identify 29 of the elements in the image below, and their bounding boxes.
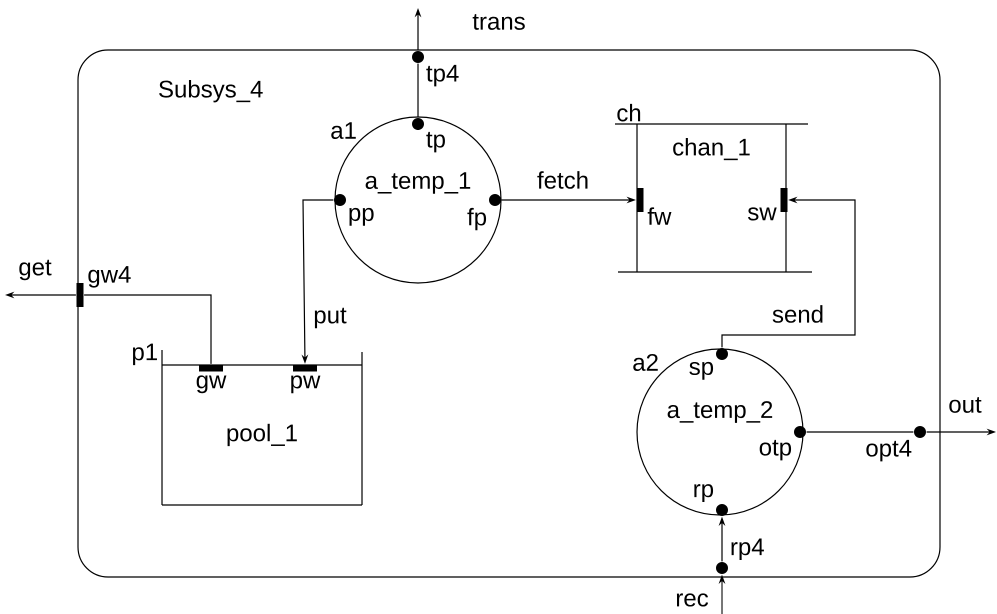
node-label: otp	[760, 440, 792, 460]
edge-label: put	[312, 306, 348, 330]
port-bar: pw	[291, 364, 320, 394]
edge-label: rec	[674, 592, 710, 608]
node-label: sp	[689, 362, 714, 380]
port-bar: gw	[196, 364, 226, 394]
port-bar: gw4	[76, 266, 131, 307]
connector-line	[806, 431, 914, 433]
edge-label: out	[946, 396, 983, 414]
node-label: fw	[648, 207, 672, 225]
port-bar: fw	[636, 188, 672, 225]
connector-line	[84, 294, 212, 364]
node-label: gw	[196, 375, 226, 394]
node-label: rp	[694, 484, 714, 502]
node-label: sw	[748, 207, 777, 220]
node-label: rp4	[732, 538, 764, 560]
node-label: pp	[349, 208, 374, 226]
port-bar: sw	[748, 188, 788, 220]
node-label: pw	[291, 375, 320, 394]
edge-label: fetch	[536, 170, 590, 190]
node-label: opt4	[866, 440, 912, 462]
connector-line	[417, 64, 419, 118]
node-label: tp	[426, 132, 445, 152]
node-label: fp	[467, 208, 486, 230]
edge-label: send	[770, 304, 826, 324]
edge-label: get	[17, 258, 54, 282]
node-label: tp4	[426, 64, 459, 86]
edge-label: trans	[471, 12, 528, 32]
node-label: gw4	[88, 266, 131, 288]
